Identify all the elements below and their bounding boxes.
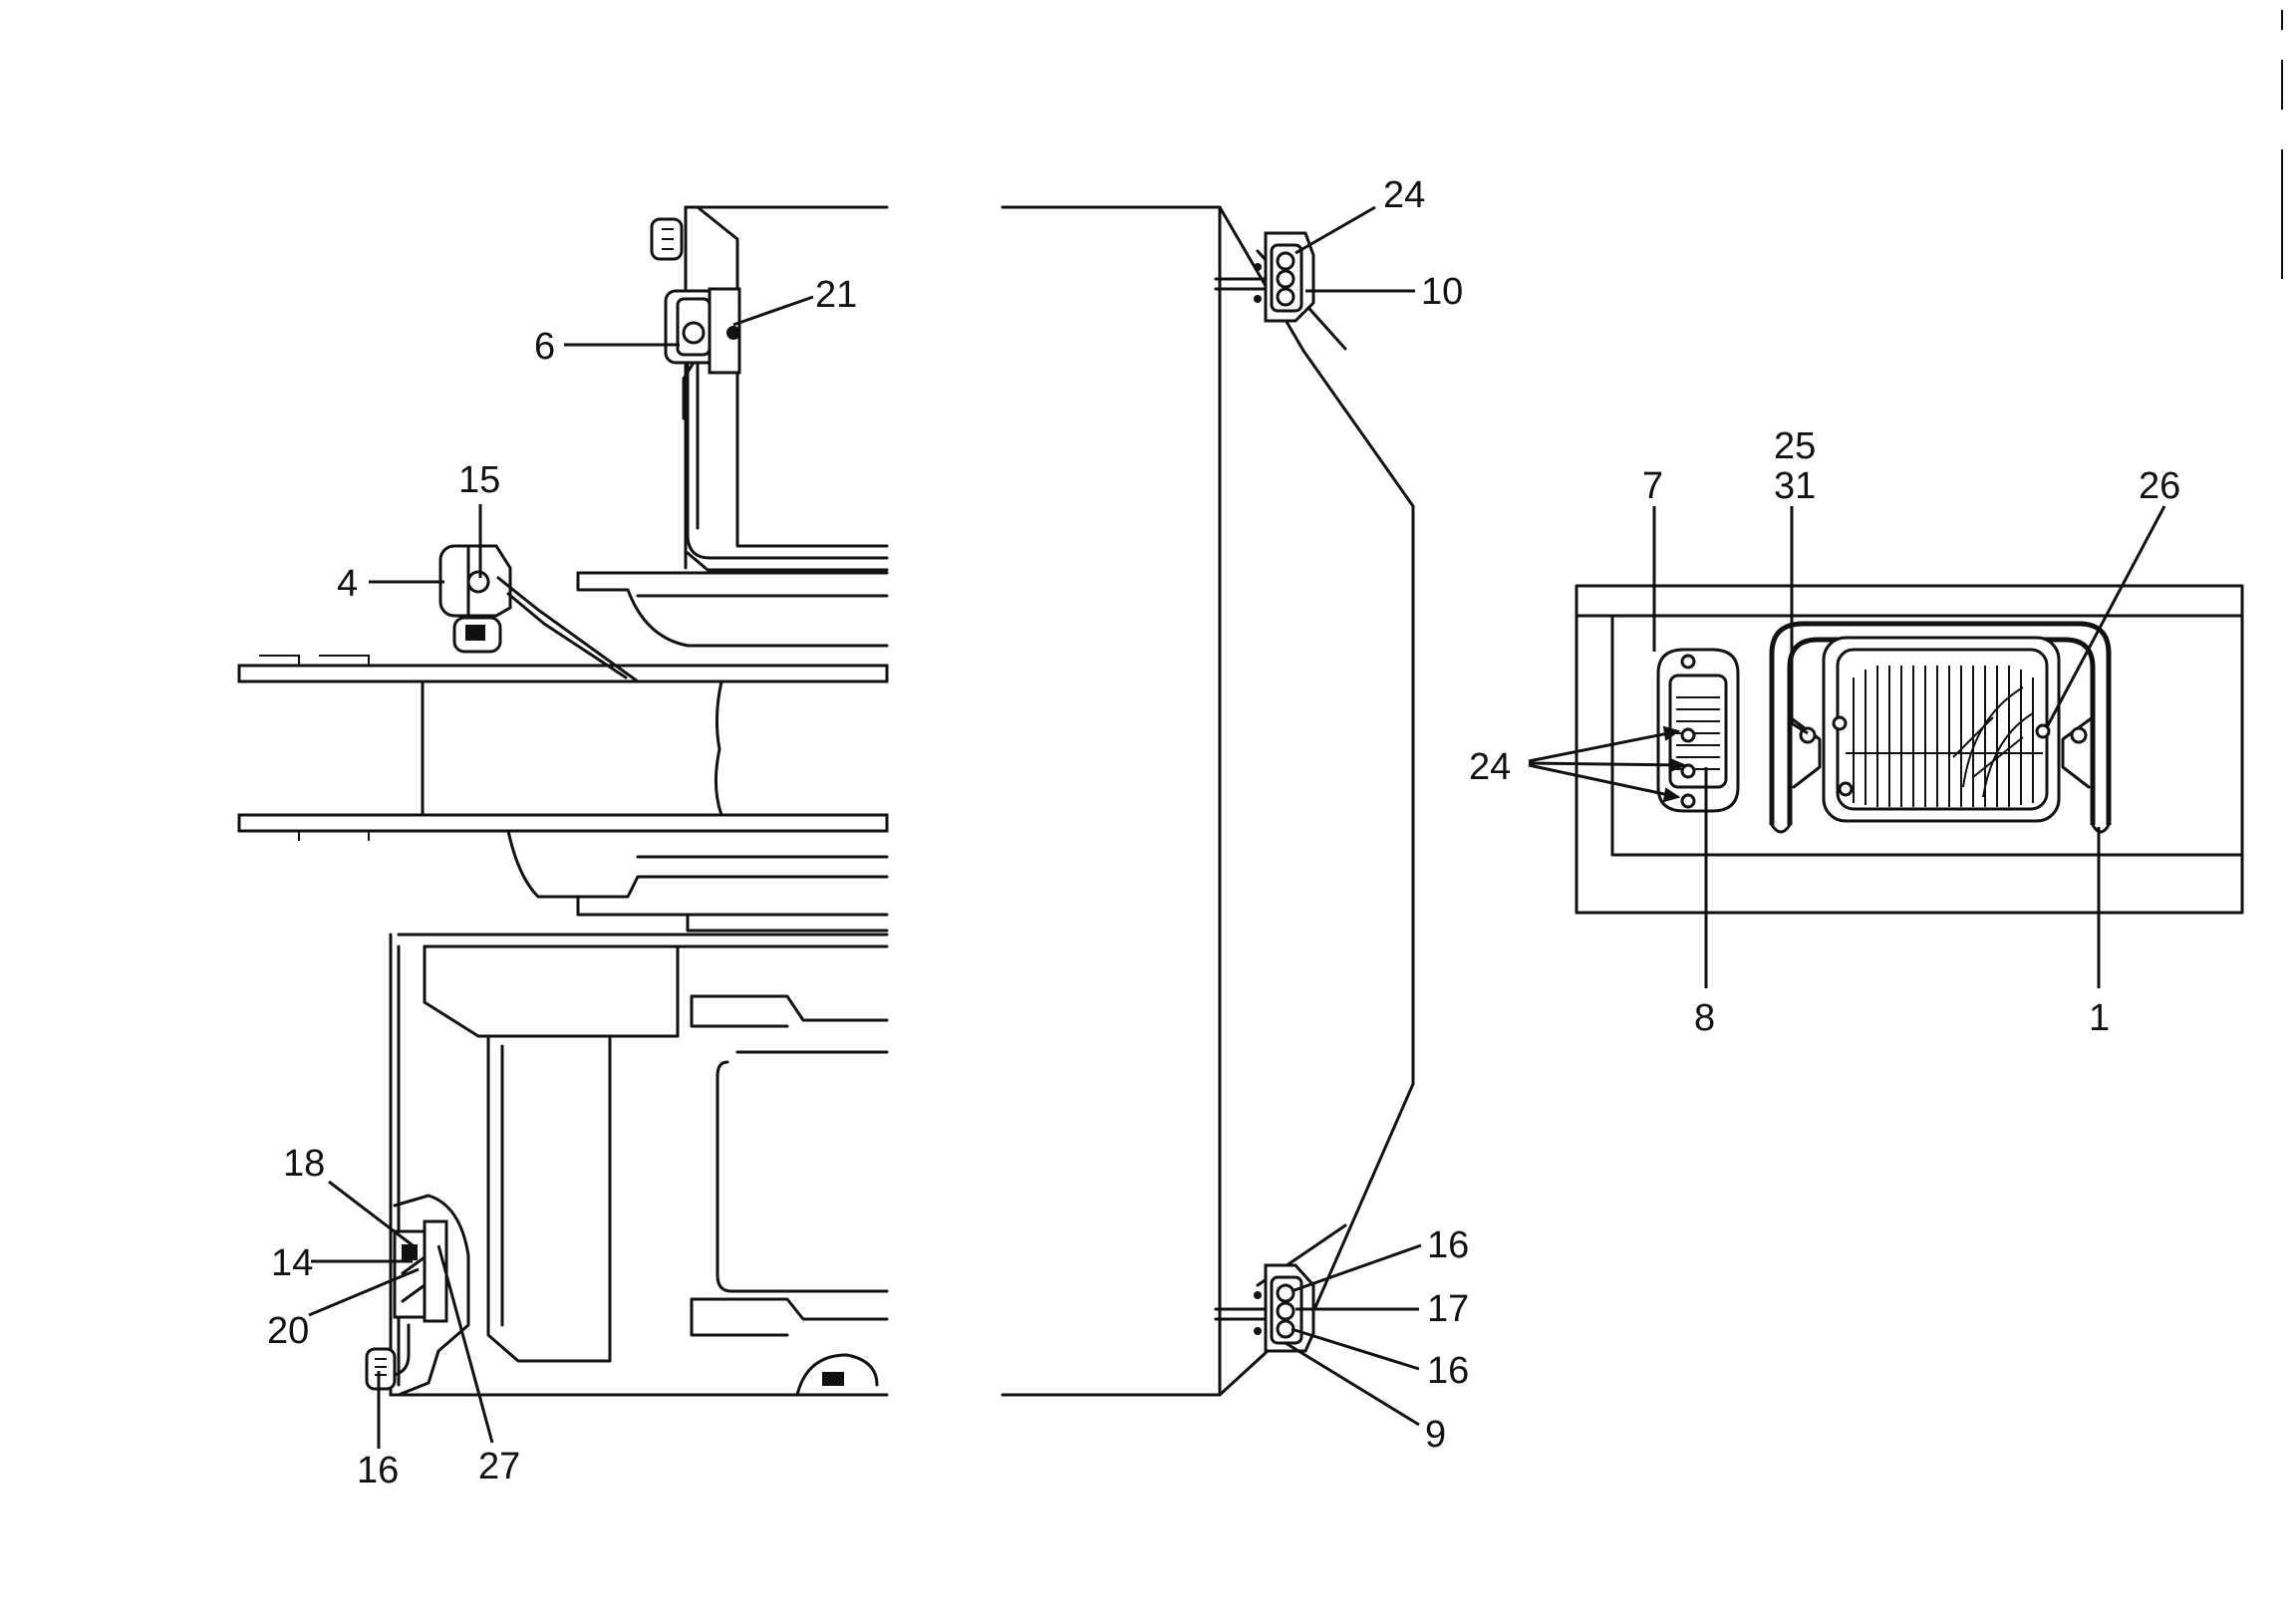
callout-18: 18 [283,1143,325,1185]
callout-16-bottom-left: 16 [357,1450,399,1491]
work-lamp-1 [1822,636,2061,823]
callout-7: 7 [1642,465,1663,507]
lamp-14-assembly [365,1194,470,1397]
callout-6: 6 [534,326,555,368]
callout-24-top: 24 [1383,174,1425,216]
callout-10: 10 [1421,271,1463,313]
right-lamp-panel [1575,584,2244,915]
marker-lamp-7 [1656,648,1740,813]
socket-top [1214,231,1315,323]
callout-26: 26 [2139,465,2180,507]
leader-lines [308,205,2166,1449]
callout-1: 1 [2089,997,2110,1039]
wheel-top-flange [237,664,889,683]
lamp-4-assembly [438,544,719,683]
callout-9: 9 [1425,1414,1446,1456]
callout-16-right-top: 16 [1427,1224,1469,1266]
callout-24-lamp: 24 [1469,746,1511,788]
left-vehicle-view [237,205,889,1397]
callout-31: 31 [1774,465,1816,507]
callout-labels: 24 10 21 6 15 4 18 14 20 16 27 16 17 16 … [267,174,2180,1491]
callout-27: 27 [478,1446,520,1487]
callout-20: 20 [267,1310,309,1352]
callout-21: 21 [815,274,857,316]
callout-25: 25 [1774,425,1816,467]
callout-16-right-bottom: 16 [1427,1350,1469,1392]
callout-17: 17 [1427,1288,1469,1330]
callout-15: 15 [458,459,500,501]
lamp-6-assembly [664,287,741,420]
callout-8: 8 [1694,997,1715,1039]
callout-14: 14 [271,1242,313,1284]
middle-rear-panel [1001,205,1415,1397]
wheel-bottom-flange [237,813,889,833]
callout-4: 4 [337,563,358,605]
